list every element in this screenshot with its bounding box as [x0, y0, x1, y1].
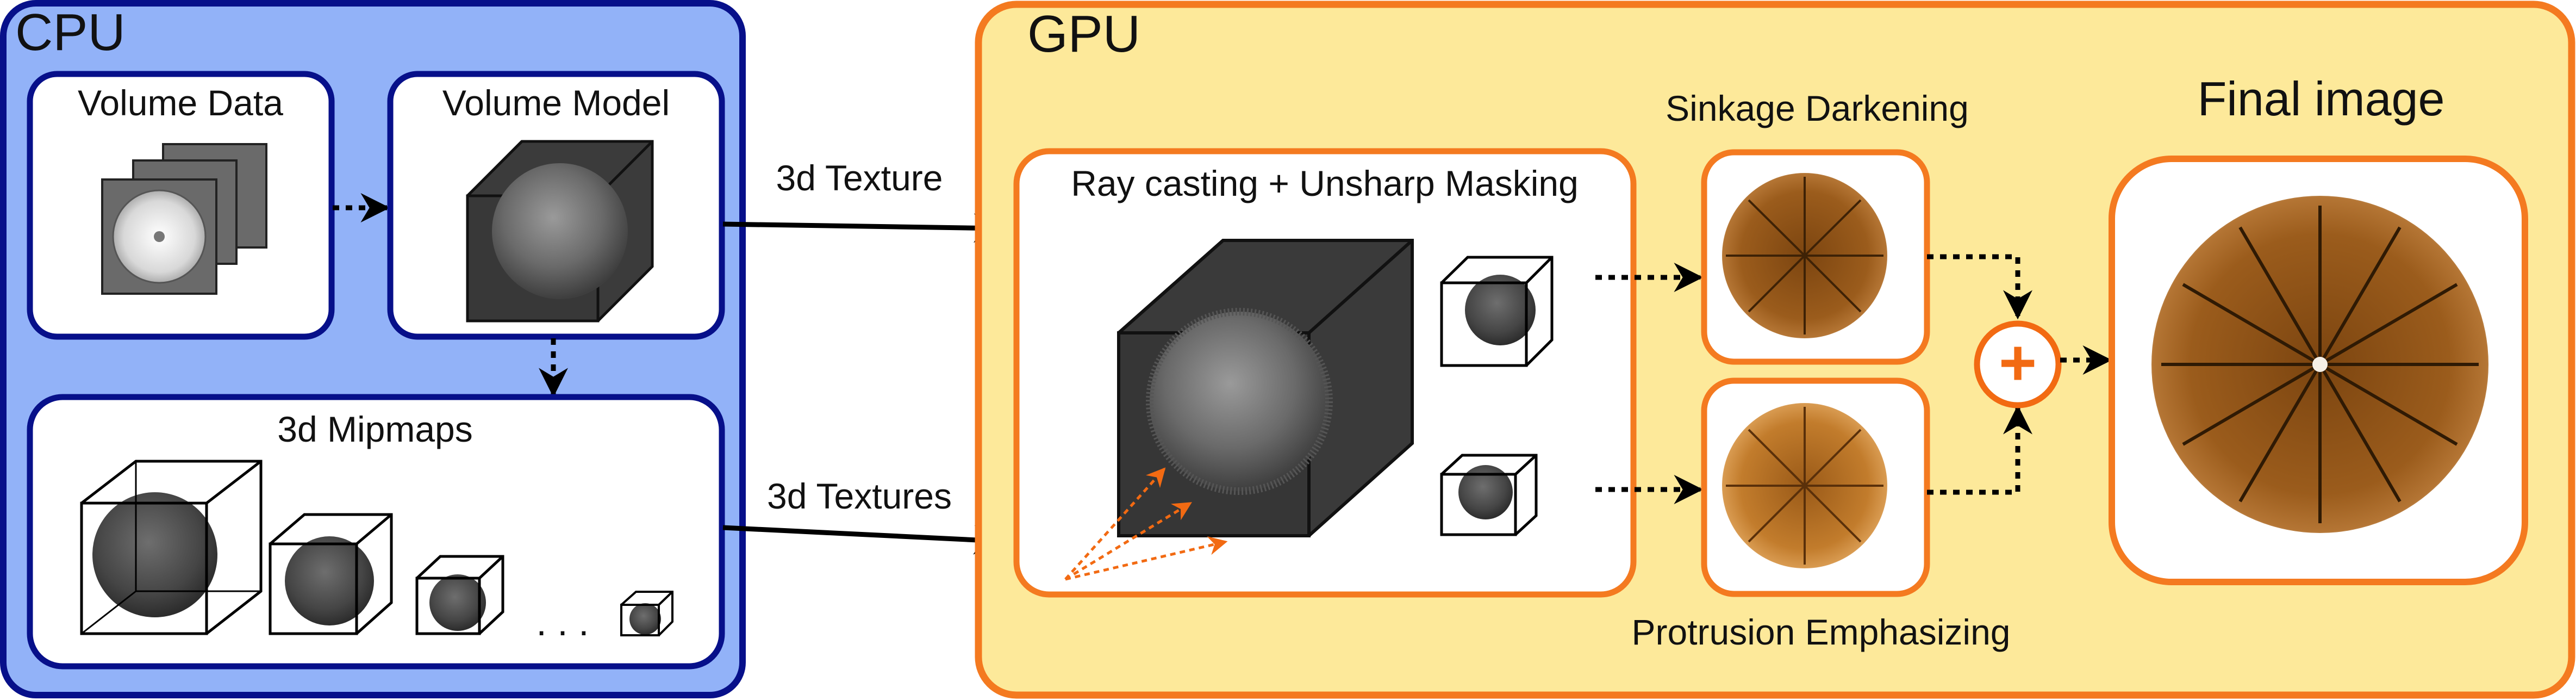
- mipmap-cube-level-1: [269, 513, 393, 635]
- mipmap-cube-level-n: [620, 591, 673, 636]
- mipmaps-label: 3d Mipmaps: [277, 409, 473, 449]
- volume-data-box: Volume Data: [27, 71, 335, 340]
- cpu-title: CPU: [15, 3, 126, 61]
- volume-model-label: Volume Model: [442, 83, 670, 123]
- final-result-image: [2151, 196, 2488, 533]
- sinkage-box: [1701, 149, 1930, 365]
- raycast-label: Ray casting + Unsharp Masking: [1071, 163, 1579, 203]
- protrusion-result-image: [1722, 403, 1887, 568]
- raycast-cube-icon: [1117, 239, 1414, 537]
- mipmap-cube-level-0: [80, 460, 263, 635]
- volume-cube-icon: [466, 140, 654, 323]
- raycast-small-cube-top: [1440, 256, 1554, 367]
- arrow-sinkage-to-combine: [1927, 254, 2032, 320]
- final-label: Final image: [2198, 72, 2445, 126]
- volume-slices-icon: [101, 143, 267, 295]
- cpu-panel: CPU Volume Data Volume Model: [0, 0, 746, 698]
- gpu-title: GPU: [1027, 5, 1140, 63]
- volume-data-label: Volume Data: [78, 83, 283, 123]
- protrusion-box: [1701, 377, 1930, 597]
- texture-label: 3d Texture: [776, 158, 943, 198]
- arrow-protrusion-to-combine: [1927, 405, 2032, 495]
- sinkage-label: Sinkage Darkening: [1666, 88, 1969, 128]
- mipmap-cube-level-2: [415, 555, 504, 635]
- raycast-small-cube-bottom: [1440, 454, 1538, 536]
- mipmaps-ellipsis: . . .: [536, 601, 589, 643]
- mipmaps-box: 3d Mipmaps: [27, 394, 725, 670]
- arrow-3d-texture: [722, 213, 1003, 243]
- gpu-panel: GPU Ray casting + Unsharp Masking: [975, 1, 2575, 699]
- sinkage-result-image: [1722, 173, 1887, 338]
- cpu-gpu-connectors: 3d Texture 3d Textures: [722, 158, 1003, 555]
- final-image-box: [2109, 156, 2528, 585]
- raycast-box: Ray casting + Unsharp Masking: [1013, 148, 1637, 598]
- combine-plus-icon: +: [1974, 320, 2062, 408]
- textures-label: 3d Textures: [767, 476, 952, 516]
- protrusion-label: Protrusion Emphasizing: [1632, 612, 2011, 652]
- combine-symbol: +: [1999, 326, 2037, 399]
- ray-arrows: [1064, 467, 1228, 581]
- arrow-3d-textures: [722, 525, 1003, 555]
- volume-model-box: Volume Model: [387, 71, 725, 340]
